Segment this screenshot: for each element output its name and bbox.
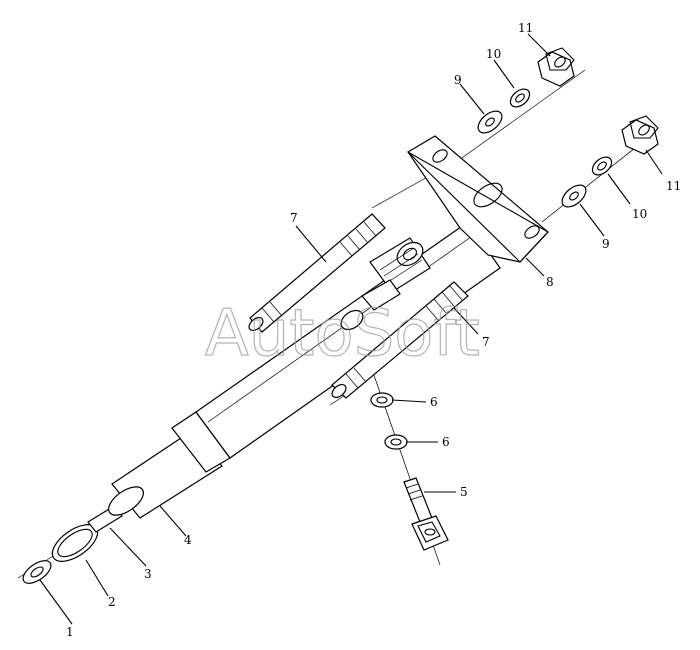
callout-11b: 11 [666,179,681,193]
callout-7b: 7 [482,335,490,349]
leader-7b [453,307,479,335]
leader-3 [109,527,147,567]
leader-2 [85,559,109,597]
leader-10b [607,173,631,205]
leader-10a [493,59,515,89]
callout-10a: 10 [486,47,501,61]
callouts: 1 2 3 4 5 6 6 7 7 8 9 9 10 10 11 11 [39,21,681,639]
leader-8 [525,257,545,277]
callout-6a: 6 [430,395,438,409]
callout-7a: 7 [290,211,298,225]
part-9-washer-upper [477,110,503,134]
leader-7a [295,225,327,263]
part-8-flange [407,135,549,263]
callout-9b: 9 [602,237,610,251]
part-9-washer-lower [561,184,587,208]
part-4-injector-body [87,135,549,533]
part-10-lock-washer-upper [509,88,531,108]
leader-11b [645,149,663,175]
leader-9b [579,203,605,237]
callout-11a: 11 [518,21,533,35]
callout-6b: 6 [442,435,450,449]
callout-3: 3 [144,567,152,581]
callout-1: 1 [66,625,74,639]
callout-8: 8 [546,275,554,289]
leader-1 [39,579,73,625]
callout-9a: 9 [454,73,462,87]
leader-6a [391,399,427,403]
part-7-stud-lower [331,281,469,399]
part-1-washer [22,560,52,584]
part-7-stud-upper [248,213,386,333]
callout-2: 2 [108,595,116,609]
callout-10b: 10 [632,207,647,221]
leader-4 [159,505,187,537]
part-10-lock-washer-lower [591,156,613,176]
callout-4: 4 [184,533,192,547]
callout-5: 5 [460,485,468,499]
watermark: AutoSoft [205,297,480,371]
part-11-nut-lower [621,115,659,155]
part-5-bolt [403,477,449,551]
part-6-washer-lower [384,434,408,450]
leader-11a [527,33,551,57]
part-11-nut-upper [537,47,575,87]
part-6-washer-upper [370,392,394,408]
leader-9a [459,83,485,115]
